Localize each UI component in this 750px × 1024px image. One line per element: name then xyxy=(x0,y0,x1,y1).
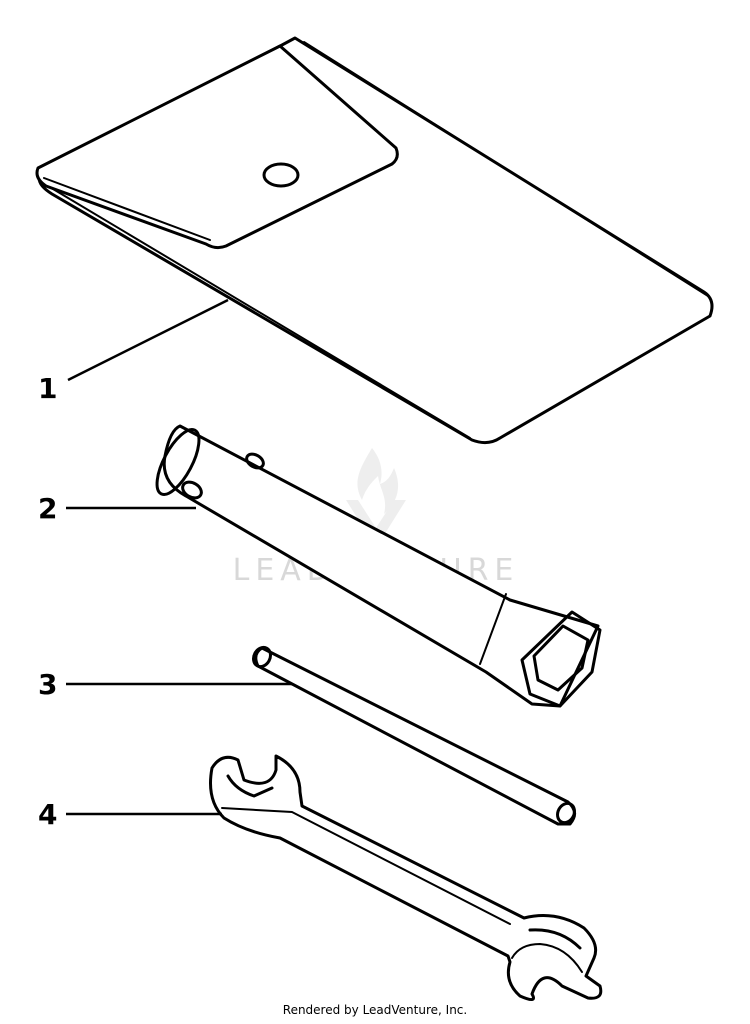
callout-1-leader xyxy=(67,298,229,382)
callout-4-number: 4 xyxy=(38,798,57,831)
watermark-flame-icon xyxy=(346,448,406,548)
callout-1-number: 1 xyxy=(38,372,57,405)
footer-credit: Rendered by LeadVenture, Inc. xyxy=(282,1003,468,1017)
tool-pouch xyxy=(35,36,714,445)
open-end-wrench xyxy=(209,754,603,1001)
spark-plug-socket-wrench xyxy=(155,424,602,708)
tommy-bar xyxy=(252,645,576,826)
callout-2-number: 2 xyxy=(38,492,57,525)
callout-3-number: 3 xyxy=(38,668,57,701)
